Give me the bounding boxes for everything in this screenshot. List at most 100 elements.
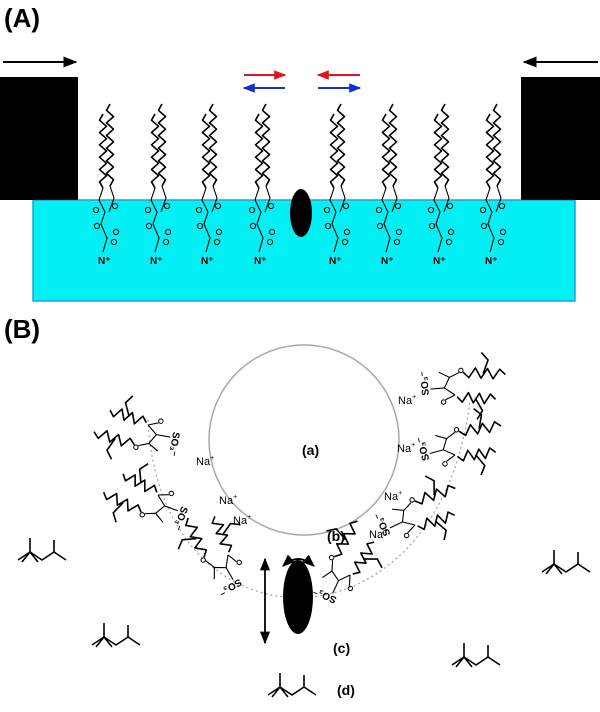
- ammonium-group: N⁺: [150, 256, 163, 267]
- alkyl-tail: [336, 103, 346, 187]
- ammonium-group: N⁺: [485, 256, 498, 267]
- oxygen-atom: [215, 228, 223, 236]
- oxygen-atom: [440, 399, 447, 405]
- ethylhexyl-tail: [462, 367, 506, 380]
- sulfonate-group: SO₃⁻: [312, 585, 339, 605]
- panel-a: (A) N⁺N⁺N⁺N⁺N⁺N⁺N⁺N⁺: [0, 3, 600, 302]
- sulfonate-bond: [389, 521, 403, 529]
- sodium-ion: Na+: [398, 394, 416, 407]
- sulfonate-group: SO₃⁻: [166, 431, 181, 457]
- alkyl-tail: [485, 113, 495, 189]
- oxygen-atom: [266, 238, 274, 246]
- ethylhexyl-tail: [109, 408, 148, 425]
- headgroup-backbone: [160, 185, 167, 213]
- sodium-ion: Na+: [369, 528, 387, 541]
- oxygen-atom: [249, 222, 257, 230]
- oxygen-atom: [268, 228, 276, 236]
- headgroup-backbone: [339, 185, 346, 213]
- succinate-backbone: [154, 494, 166, 523]
- ethylhexyl-tail: [102, 491, 142, 513]
- oxygen-atom: [111, 202, 119, 210]
- sulfonate-bond: [225, 567, 234, 581]
- oxygen-atom: [200, 557, 206, 563]
- ethyl-branch: [138, 463, 149, 484]
- sulfonate-bond: [430, 387, 445, 390]
- ethyl-branch: [106, 438, 116, 460]
- oxygen-atom: [376, 222, 384, 230]
- oxygen-atom: [447, 228, 455, 236]
- oxygen-atom: [343, 228, 351, 236]
- carbonyl: [445, 372, 460, 401]
- oxygen-atom: [112, 228, 120, 236]
- ethyl-branch: [362, 558, 383, 569]
- sulfonate-group: SO₃⁻: [419, 371, 432, 396]
- sodium-ion: Na+: [196, 455, 214, 468]
- panel-b-label: (B): [4, 314, 40, 344]
- sodium-ion: Na+: [397, 442, 415, 455]
- headgroup-backbone: [433, 187, 443, 253]
- surfactant-molecule: N⁺: [375, 103, 403, 267]
- isooctane-backbone: [91, 636, 141, 646]
- ethyl-branch: [474, 454, 486, 476]
- sulfonate-bond: [156, 434, 171, 438]
- isooctane-branch: [271, 673, 289, 698]
- ethylhexyl-tail: [456, 447, 497, 462]
- oxygen-atom: [342, 202, 350, 210]
- ethylhexyl-tail: [122, 473, 158, 493]
- oxygen-atom: [328, 554, 335, 561]
- ethylhexyl-tail: [184, 517, 208, 558]
- surfactant-molecule: N⁺: [479, 103, 507, 267]
- water-core: [208, 344, 400, 536]
- carbonyl: [205, 554, 237, 568]
- alkyl-tail: [150, 113, 160, 189]
- isooctane-backbone: [17, 551, 67, 561]
- oxygen-atom: [163, 202, 171, 210]
- headgroup-backbone: [201, 187, 211, 253]
- isooctane-backbone: [267, 686, 317, 696]
- surfactant-molecule: N⁺: [195, 103, 223, 267]
- succinate-backbone: [213, 554, 229, 580]
- ethylhexyl-tail: [211, 516, 233, 553]
- ethylhexyl-tail: [417, 511, 455, 531]
- carbonyl: [144, 494, 169, 515]
- oxygen-atom: [236, 559, 242, 566]
- aot-molecule: SO₃⁻: [93, 395, 181, 460]
- oxygen-atom: [168, 490, 175, 497]
- isooctane-molecule: [541, 550, 591, 575]
- surfactant-molecule: N⁺: [144, 103, 172, 267]
- oxygen-atom: [162, 238, 170, 246]
- ethyl-branch: [473, 407, 483, 430]
- alkyl-tail: [388, 103, 398, 187]
- ethylhexyl-tail: [352, 541, 375, 575]
- headgroup-backbone: [211, 185, 218, 213]
- oxygen-atom: [341, 238, 349, 246]
- ammonium-group: N⁺: [381, 256, 394, 267]
- oxygen-atom: [92, 206, 100, 214]
- isooctane-molecule: [91, 623, 141, 648]
- succinate-backbone: [392, 508, 416, 526]
- surfactant-molecule: N⁺: [248, 103, 276, 267]
- headgroup-backbone: [485, 187, 495, 253]
- ethyl-branch: [424, 475, 435, 496]
- ethyl-branch: [326, 528, 347, 541]
- carbonyl: [446, 431, 456, 462]
- guest-molecule-b: [283, 560, 313, 634]
- oxygen-atom: [110, 238, 118, 246]
- headgroup-backbone: [108, 185, 115, 213]
- aot-molecule: SO₃⁻: [419, 352, 506, 420]
- oxygen-atom: [445, 238, 453, 246]
- region-a-label: (a): [302, 442, 319, 458]
- isooctane-molecule: [451, 643, 501, 668]
- isooctane-branch: [545, 550, 563, 575]
- sodium-ion: Na+: [384, 490, 402, 503]
- surfactant-molecule: N⁺: [92, 103, 120, 267]
- sodium-ions: Na+ Na+ Na+ Na+ Na+ Na+ Na+: [196, 394, 416, 541]
- oxygen-atom: [446, 202, 454, 210]
- alkyl-tail: [98, 113, 108, 189]
- oxygen-atom: [93, 222, 101, 230]
- left-barrier: [0, 77, 78, 200]
- oxygen-atom: [395, 228, 403, 236]
- alkyl-tail: [254, 113, 264, 189]
- carbonyl: [138, 422, 159, 447]
- ethyl-branch: [177, 537, 197, 550]
